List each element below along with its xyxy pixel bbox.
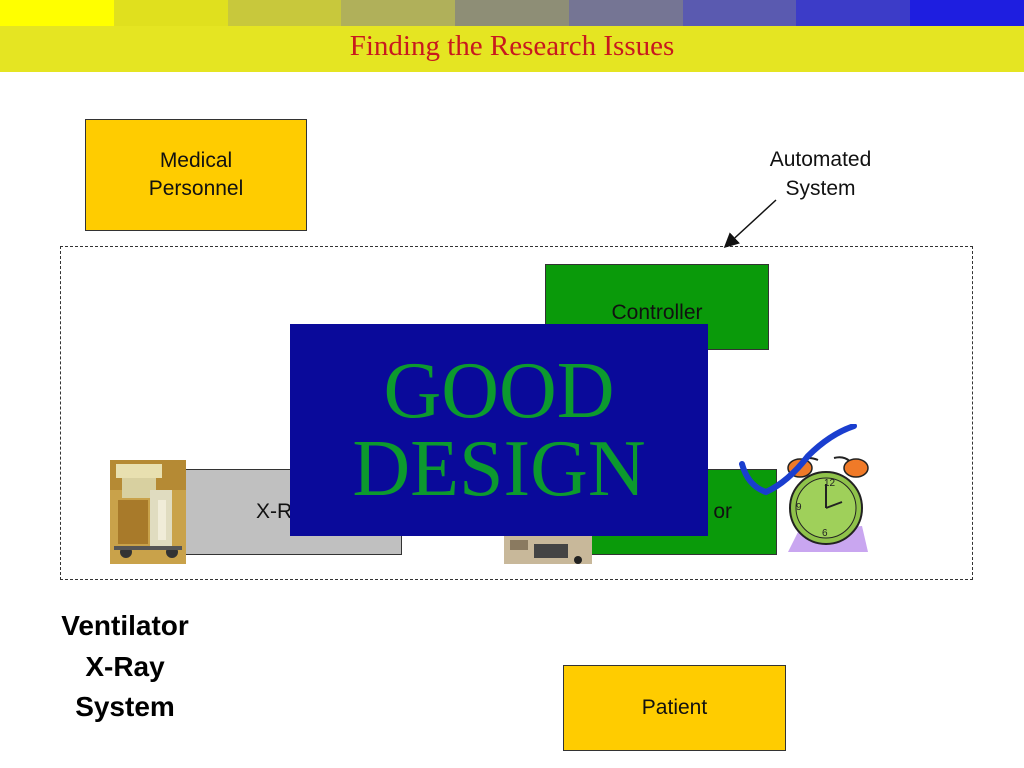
strip-segment-7	[796, 0, 911, 26]
patient-label: Patient	[641, 695, 708, 719]
strip-segment-1	[113, 0, 228, 26]
medical-personnel-box: Medical Personnel	[85, 119, 307, 231]
clock-number-9: 9	[796, 502, 802, 513]
controller-label: Controller	[611, 301, 703, 324]
automated-system-label: Automated System	[748, 145, 893, 204]
ventilator-box-label: or	[713, 499, 732, 523]
strip-segment-0	[0, 0, 114, 26]
ventilator-photo	[504, 536, 592, 564]
automated-system-boundary	[60, 246, 973, 580]
strip-segment-3	[341, 0, 456, 26]
strip-segment-2	[227, 0, 342, 26]
strip-segment-8	[910, 0, 1024, 26]
alarm-clock-icon: 12 9 6	[739, 424, 869, 552]
clock-number-6: 6	[822, 528, 828, 539]
slide-title: Finding the Research Issues	[349, 30, 675, 62]
patient-box: Patient	[563, 665, 786, 751]
strip-segment-5	[568, 0, 683, 26]
title-bar	[0, 26, 1024, 72]
ventilator-xray-system-label: Ventilator X-Ray System	[61, 610, 189, 723]
good-design-text: GOOD DESIGN	[352, 346, 646, 513]
medical-personnel-label: Medical Personnel	[148, 148, 244, 200]
strip-segment-4	[455, 0, 569, 26]
top-color-strip	[0, 0, 1024, 26]
xray-machine-photo	[110, 460, 186, 564]
xray-box-label: X-R	[256, 499, 293, 523]
automated-system-text: Automated System	[769, 148, 872, 201]
good-design-banner: GOOD DESIGN	[290, 324, 708, 536]
strip-segment-6	[682, 0, 797, 26]
clock-number-12: 12	[824, 478, 836, 489]
automated-system-arrow	[723, 199, 777, 249]
